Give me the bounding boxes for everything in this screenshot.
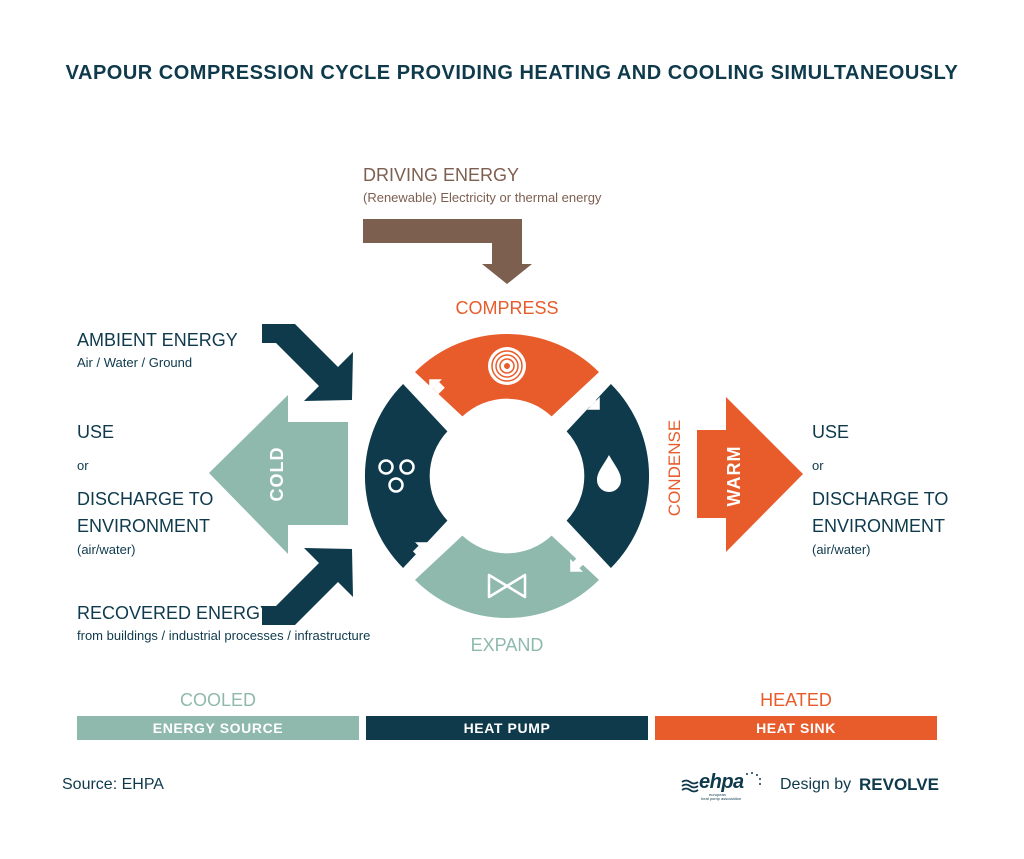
recovered-energy-subtitle: from buildings / industrial processes / … — [77, 628, 371, 643]
warm-arrow — [697, 397, 803, 552]
left-or-label: or — [77, 458, 89, 473]
right-use-label: USE — [812, 422, 850, 442]
driving-energy-subtitle: (Renewable) Electricity or thermal energ… — [363, 190, 602, 205]
flow-arrow-bottom-right — [570, 556, 586, 572]
driving-energy-heading: DRIVING ENERGY — [363, 165, 520, 185]
left-use-label: USE — [77, 422, 115, 442]
ehpa-wordmark: ehpa — [699, 771, 744, 793]
flow-arrow-top-right — [584, 394, 600, 410]
ambient-energy-heading: AMBIENT ENERGY — [77, 330, 238, 350]
revolve-logo: REVOLVE — [859, 775, 939, 794]
ehpa-subline-1: european — [709, 792, 726, 797]
cold-label: COLD — [267, 447, 287, 502]
energy-source-bar: ENERGY SOURCE — [77, 716, 359, 740]
ambient-energy-arrow — [262, 324, 353, 401]
ehpa-subline-2: heat pump association — [701, 796, 742, 801]
warm-label: WARM — [724, 446, 744, 507]
flow-arrow-bottom-left — [412, 542, 428, 558]
right-discharge-line1: DISCHARGE TO — [812, 489, 949, 509]
left-discharge-line1: DISCHARGE TO — [77, 489, 214, 509]
cold-arrow — [209, 395, 348, 554]
expand-segment — [415, 535, 599, 619]
ehpa-logo: ehpa european heat pump association — [681, 770, 765, 804]
evaporate-label: EVAPORATE — [331, 421, 350, 522]
recovered-energy-heading: RECOVERED ENERGY — [77, 603, 273, 623]
droplet-icon — [597, 455, 621, 492]
ambient-energy-subtitle: Air / Water / Ground — [77, 355, 193, 370]
condense-label: CONDENSE — [665, 420, 684, 516]
ehpa-waves-icon — [681, 772, 761, 793]
right-or-label: or — [812, 458, 824, 473]
valve-icon — [487, 573, 527, 599]
design-by-label: Design by — [780, 776, 852, 793]
recovered-energy-arrow — [262, 548, 353, 625]
left-medium-label: (air/water) — [77, 542, 136, 557]
bubbles-icon — [378, 459, 415, 493]
heated-label: HEATED — [760, 690, 832, 710]
right-medium-label: (air/water) — [812, 542, 871, 557]
page-title: VAPOUR COMPRESSION CYCLE PROVIDING HEATI… — [65, 62, 959, 84]
right-discharge-line2: ENVIRONMENT — [812, 516, 946, 536]
driving-energy-arrow — [363, 219, 532, 284]
evaporate-segment — [364, 384, 448, 568]
compressor-icon — [488, 347, 526, 385]
heat-pump-bar: HEAT PUMP — [366, 716, 648, 740]
expand-label: EXPAND — [471, 635, 544, 655]
heat-sink-bar: HEAT SINK — [655, 716, 937, 740]
flow-arrow-top-left — [429, 379, 445, 395]
left-discharge-line2: ENVIRONMENT — [77, 516, 211, 536]
compress-label: COMPRESS — [455, 298, 558, 318]
cooled-label: COOLED — [179, 690, 257, 710]
source-label: Source: EHPA — [62, 776, 164, 793]
